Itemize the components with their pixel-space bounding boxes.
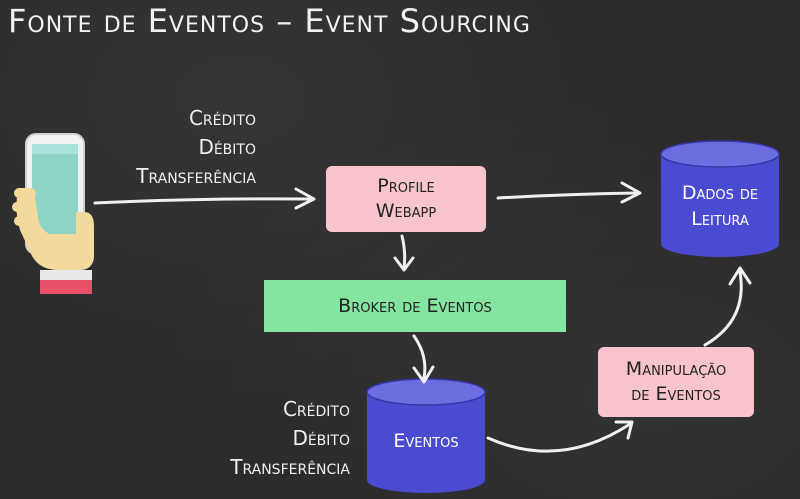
arrow-phone-to-profile-head <box>294 187 316 210</box>
event-broker-label: Broker de Eventos <box>338 294 492 317</box>
event-handler-label: Manipulação de Eventos <box>625 358 727 405</box>
transaction-types-top: Crédito Débito Transferência <box>70 104 256 191</box>
arrow-events-to-handler <box>486 422 632 453</box>
arrow-profile-to-read-data-head <box>620 181 642 204</box>
read-data-cylinder-shape <box>660 140 780 257</box>
event-broker-node: Broker de Eventos <box>264 280 566 332</box>
arrow-profile-to-read-data <box>496 191 640 200</box>
arrow-broker-to-events <box>412 334 427 380</box>
arrow-events-to-handler-head <box>614 420 634 440</box>
arrow-phone-to-profile <box>93 197 314 205</box>
label-debito-top: Débito <box>198 135 256 159</box>
profile-webapp-label: Profile Webapp <box>375 175 437 222</box>
read-data-store: Dados de Leitura <box>660 140 780 258</box>
profile-webapp-node: Profile Webapp <box>326 166 486 232</box>
label-credito-top: Crédito <box>188 106 256 130</box>
read-data-label: Dados de Leitura <box>681 182 759 230</box>
label-debito-bottom: Débito <box>292 426 350 450</box>
events-cylinder-shape <box>366 378 486 493</box>
diagram-title: Fonte de Eventos – Event Sourcing <box>8 2 531 40</box>
arrow-profile-to-broker <box>400 234 407 270</box>
events-store: Eventos <box>366 378 486 494</box>
event-handler-node: Manipulação de Eventos <box>598 347 754 417</box>
arrow-profile-to-broker-head <box>393 256 415 272</box>
events-label: Eventos <box>393 430 459 452</box>
arrow-handler-to-read-data <box>703 270 743 347</box>
arrow-handler-to-read-data-head <box>728 266 752 286</box>
label-transferencia-bottom: Transferência <box>230 455 350 479</box>
transaction-types-bottom: Crédito Débito Transferência <box>160 395 350 482</box>
arrow-broker-to-events-head <box>412 365 435 384</box>
label-credito-bottom: Crédito <box>282 397 350 421</box>
label-transferencia-top: Transferência <box>136 164 256 188</box>
smartphone-in-hand-icon <box>12 133 94 294</box>
